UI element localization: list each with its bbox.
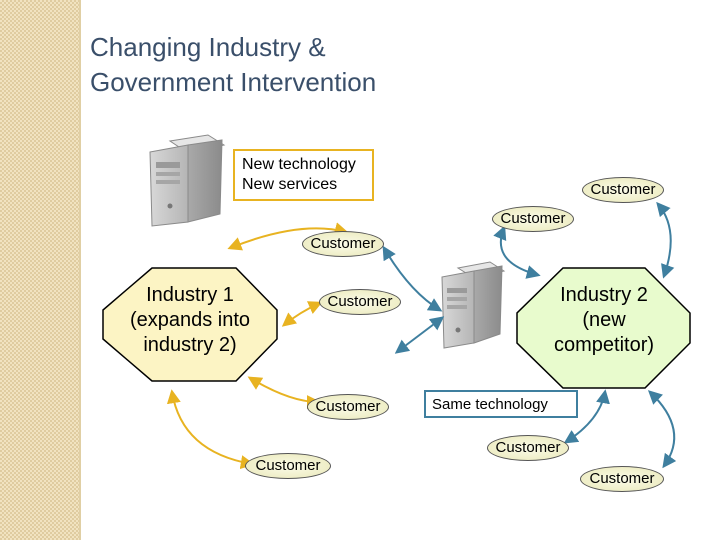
server-tower-icon — [150, 135, 224, 226]
industry-2-desc-1: (new — [522, 308, 686, 333]
arrow-industry2-to-customer-top-mid — [501, 228, 538, 275]
customer-node: Customer — [245, 453, 331, 479]
customer-node: Customer — [319, 289, 401, 315]
industry-1-desc-2: industry 2) — [108, 333, 272, 358]
customer-node: Customer — [582, 177, 664, 203]
arrow-industry2-to-customer-bottom-right — [650, 392, 674, 466]
arrow-industry2-to-customer-top-right — [658, 204, 671, 276]
industry-2-desc-2: competitor) — [522, 333, 686, 358]
new-technology-box: New technology New services — [233, 149, 374, 201]
industry-1-name: Industry 1 — [108, 283, 272, 308]
arrow-industry1-to-customer-bottom — [172, 392, 252, 464]
industry-1-desc-1: (expands into — [108, 308, 272, 333]
customer-node: Customer — [487, 435, 569, 461]
new-technology-label: New technology — [242, 155, 365, 175]
new-services-label: New services — [242, 175, 365, 195]
industry-1-label: Industry 1 (expands into industry 2) — [108, 283, 272, 358]
customer-node: Customer — [580, 466, 664, 492]
server-tower-icon — [442, 262, 504, 348]
customer-node: Customer — [307, 394, 389, 420]
customer-node: Customer — [302, 231, 384, 257]
arrow-industry1-to-customer-middle — [284, 303, 320, 325]
arrow-industry2-to-customer-middle — [397, 318, 442, 352]
industry-2-name: Industry 2 — [522, 283, 686, 308]
industry-2-label: Industry 2 (new competitor) — [522, 283, 686, 358]
customer-node: Customer — [492, 206, 574, 232]
same-technology-box: Same technology — [424, 390, 578, 418]
same-technology-label: Same technology — [432, 395, 570, 415]
arrow-industry1-to-customer-lower — [250, 378, 318, 402]
